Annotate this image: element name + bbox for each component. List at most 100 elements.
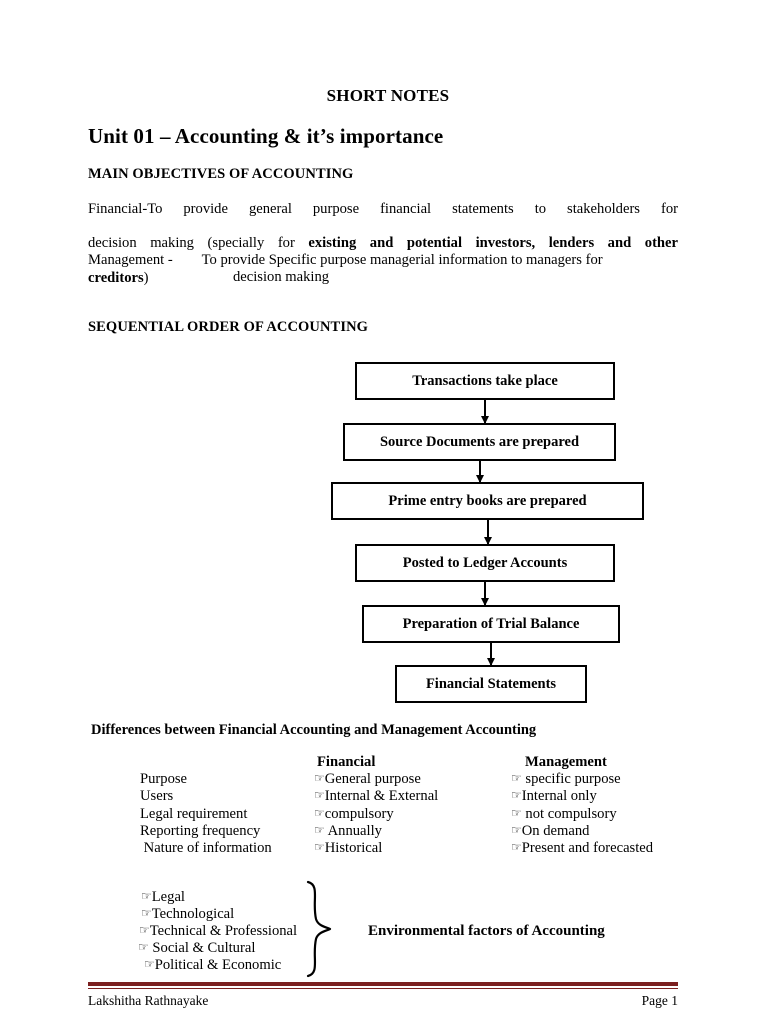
list-item: ☞Legal (141, 889, 185, 906)
footer-separator (88, 982, 678, 989)
row-management-text: not compulsory (521, 805, 617, 822)
pointing-hand-icon: ☞ (144, 957, 155, 971)
differences-heading: Differences between Financial Accounting… (91, 722, 537, 738)
table-row: Purpose ☞General purpose ☞ specific purp… (0, 771, 768, 788)
pointing-hand-icon: ☞ (511, 771, 522, 786)
flow-arrow-3 (487, 520, 489, 544)
row-financial-text: compulsory (324, 805, 394, 822)
pointing-hand-icon: ☞ (511, 822, 522, 837)
environmental-factors-label: Environmental factors of Accounting (368, 923, 605, 939)
list-item-label: Technological (151, 906, 235, 922)
unit-heading: Unit 01 – Accounting & it’s importance (88, 124, 444, 148)
list-item: ☞Technological (141, 906, 234, 923)
row-financial-value: ☞General purpose (314, 771, 421, 788)
pointing-hand-icon: ☞ (139, 923, 150, 937)
row-management-value: ☞On demand (511, 823, 589, 840)
row-financial-text: General purpose (324, 771, 421, 788)
financial-objective-emphasis-cont: creditors (88, 269, 144, 286)
financial-label: Financial (88, 201, 143, 217)
row-label: Legal requirement (140, 805, 248, 822)
table-row: Users ☞Internal & External ☞Internal onl… (0, 788, 768, 805)
list-item: ☞Political & Economic (144, 957, 281, 974)
pointing-hand-icon: ☞ (141, 906, 152, 920)
pointing-hand-icon: ☞ (314, 822, 325, 837)
financial-objective-text-1: To provide general purpose financial sta… (147, 201, 678, 217)
row-financial-value: ☞ Annually (314, 823, 382, 840)
management-objective-text-1: To provide Specific purpose managerial i… (201, 252, 603, 268)
document-title: SHORT NOTES (326, 86, 450, 105)
flow-step-4[interactable]: Posted to Ledger Accounts (355, 544, 615, 582)
pointing-hand-icon: ☞ (314, 839, 325, 854)
financial-objective-paragraph: Financial-To provide general purpose fin… (88, 201, 678, 287)
financial-objective-line-2: decision making (specially for existing … (88, 235, 678, 269)
list-item-label: Social & Cultural (148, 940, 256, 956)
flow-step-2[interactable]: Source Documents are prepared (343, 423, 616, 461)
pointing-hand-icon: ☞ (314, 805, 325, 820)
row-financial-value: ☞Internal & External (314, 788, 438, 805)
management-label: Management (88, 252, 165, 268)
column-header-management: Management (525, 754, 607, 770)
financial-objective-line-3: creditors) (88, 270, 678, 287)
flow-arrow-4 (484, 582, 486, 605)
pointing-hand-icon: ☞ (314, 771, 325, 786)
row-management-text: specific purpose (521, 771, 621, 788)
row-label: Purpose (140, 771, 188, 788)
table-row: Nature of information ☞Historical ☞Prese… (0, 840, 768, 857)
pointing-hand-icon: ☞ (511, 805, 522, 820)
list-item-label: Political & Economic (154, 957, 282, 973)
row-management-text: Internal only (521, 788, 597, 805)
footer-rule-gap (88, 986, 678, 988)
financial-objective-emphasis: existing and potential investors, lender… (308, 235, 679, 252)
row-financial-value: ☞Historical (314, 840, 382, 857)
row-management-value: ☞Present and forecasted (511, 840, 653, 857)
list-item: ☞Technical & Professional (139, 923, 297, 940)
footer-rule-thick (88, 982, 678, 986)
list-item-label: Technical & Professional (149, 923, 298, 939)
footer-rule-thin (88, 987, 678, 989)
row-financial-text: Internal & External (324, 788, 439, 805)
table-row: Legal requirement ☞compulsory ☞ not comp… (0, 806, 768, 823)
row-management-value: ☞Internal only (511, 788, 597, 805)
comparison-table: Financial Management Purpose ☞General pu… (0, 754, 768, 857)
management-objective-line-1: Management - To provide Specific purpose… (88, 252, 603, 268)
financial-objective-line-1: Financial-To provide general purpose fin… (88, 201, 678, 235)
sequential-order-heading: SEQUENTIAL ORDER OF ACCOUNTING (88, 319, 369, 335)
flow-arrow-2 (479, 461, 481, 482)
row-management-value: ☞ not compulsory (511, 806, 617, 823)
row-label: Users (140, 788, 174, 805)
management-objective-paragraph: Management - To provide Specific purpose… (88, 252, 678, 286)
pointing-hand-icon: ☞ (141, 889, 152, 903)
pointing-hand-icon: ☞ (314, 788, 325, 803)
management-objective-line-2: decision making (233, 269, 330, 286)
pointing-hand-icon: ☞ (138, 940, 149, 954)
list-item: ☞ Social & Cultural (138, 940, 255, 957)
flow-arrow-5 (490, 643, 492, 665)
financial-dash: - (142, 201, 148, 217)
curly-brace-icon (306, 880, 332, 978)
flow-step-6[interactable]: Financial Statements (395, 665, 587, 703)
main-objectives-heading: MAIN OBJECTIVES OF ACCOUNTING (88, 166, 354, 182)
row-management-text: On demand (521, 822, 590, 839)
row-label: Reporting frequency (140, 822, 261, 839)
flow-step-1[interactable]: Transactions take place (355, 362, 615, 400)
flow-step-3[interactable]: Prime entry books are prepared (331, 482, 644, 520)
financial-objective-closing-paren: ) (143, 269, 149, 286)
flow-arrow-1 (484, 400, 486, 423)
pointing-hand-icon: ☞ (511, 839, 522, 854)
comparison-header-row: Financial Management (0, 754, 768, 771)
footer: Lakshitha Rathnayake Page 1 (88, 993, 678, 1009)
table-row: Reporting frequency ☞ Annually ☞On deman… (0, 823, 768, 840)
row-management-text: Present and forecasted (521, 839, 654, 856)
row-financial-value: ☞compulsory (314, 806, 394, 823)
row-label: Nature of information (140, 839, 272, 856)
row-financial-text: Annually (324, 822, 382, 839)
footer-page-number: Page 1 (641, 993, 678, 1008)
financial-objective-text-2a: decision making (specially for (88, 235, 309, 252)
row-financial-text: Historical (324, 839, 383, 856)
flow-step-5[interactable]: Preparation of Trial Balance (362, 605, 620, 643)
row-management-value: ☞ specific purpose (511, 771, 621, 788)
footer-author: Lakshitha Rathnayake (88, 993, 209, 1008)
list-item-label: Legal (151, 889, 185, 905)
